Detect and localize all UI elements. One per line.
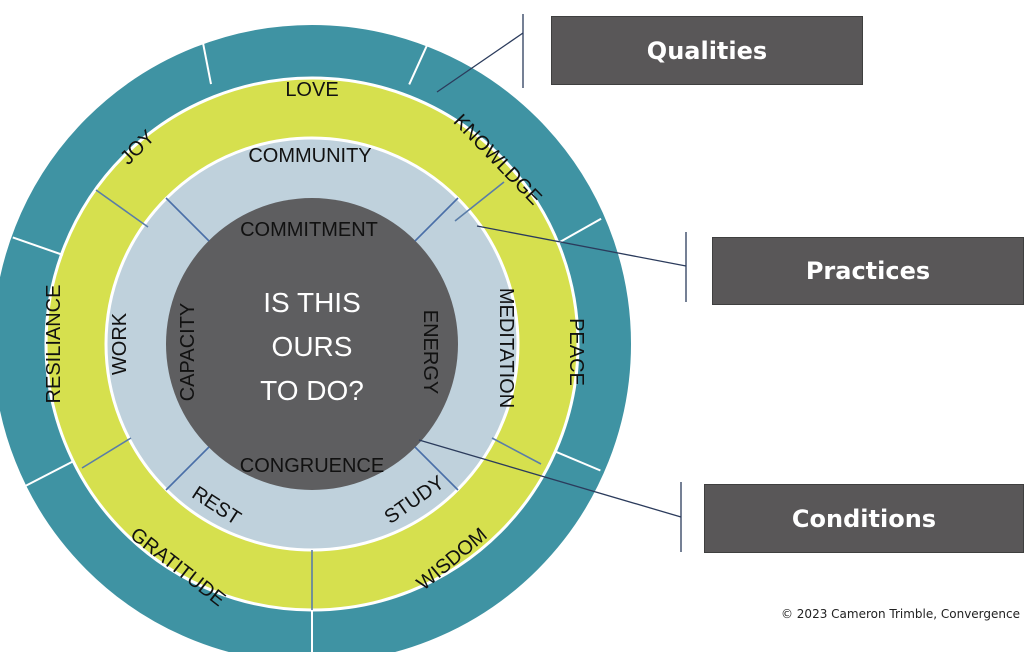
- center-circle: [166, 198, 458, 490]
- quality-love: LOVE: [285, 79, 338, 101]
- quality-resiliance: RESILIANCE: [43, 285, 65, 404]
- practice-community: COMMUNITY: [248, 145, 371, 167]
- condition-congruence: CONGRUENCE: [240, 455, 384, 477]
- conditions-label-box: Conditions: [704, 484, 1024, 553]
- practices-label-box: Practices: [712, 237, 1024, 305]
- outer-dividers: [12, 26, 602, 652]
- condition-energy: ENERGY: [419, 310, 441, 394]
- qualities-label-box: Qualities: [551, 16, 863, 85]
- center-line-1: IS THIS: [263, 287, 361, 318]
- inner-dividers: [165, 197, 459, 491]
- quality-peace: PEACE: [565, 318, 587, 386]
- practices-label: Practices: [805, 257, 931, 285]
- practice-work: WORK: [109, 312, 131, 375]
- center-line-3: TO DO?: [260, 375, 364, 406]
- copyright-text: © 2023 Cameron Trimble, Convergence: [780, 607, 1020, 621]
- pointer-lines: [418, 14, 687, 552]
- condition-capacity: CAPACITY: [177, 303, 199, 402]
- middle-dividers: [81, 181, 542, 610]
- condition-commitment: COMMITMENT: [240, 219, 378, 241]
- center-line-2: OURS: [272, 331, 353, 362]
- conditions-label: Conditions: [791, 504, 937, 533]
- practice-meditation: MEDITATION: [495, 288, 517, 408]
- qualities-label: Qualities: [646, 36, 768, 65]
